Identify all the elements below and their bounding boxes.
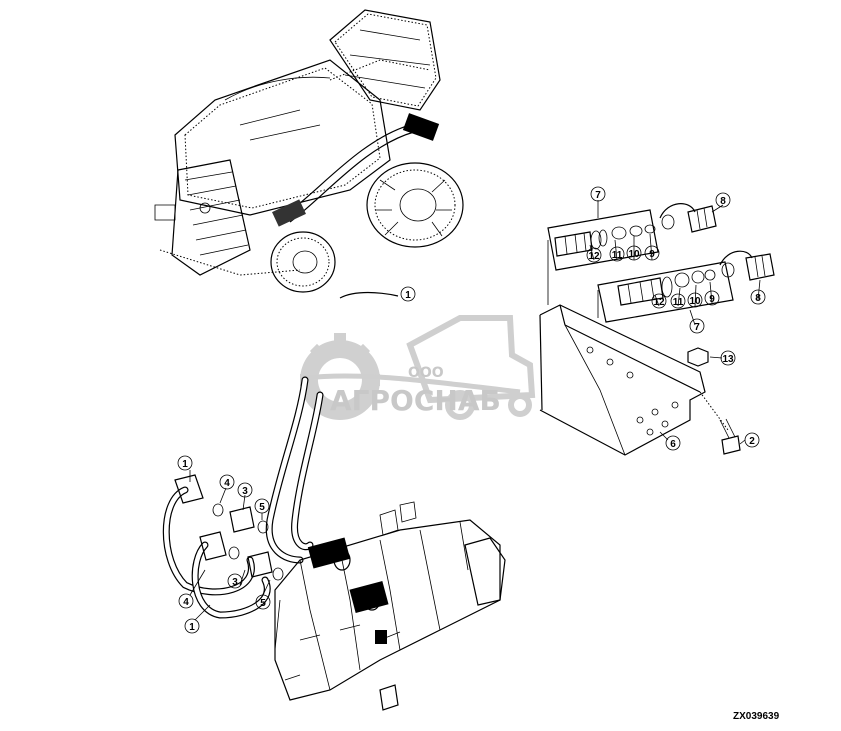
callout-9-upper: 9 — [644, 245, 660, 261]
svg-text:12: 12 — [588, 251, 600, 262]
callout-1-bottom: 1 — [184, 618, 200, 634]
callout-2: 2 — [744, 432, 760, 448]
callout-11-lower: 11 — [670, 293, 686, 309]
mounting-bracket — [539, 240, 741, 456]
tractor-illustration — [154, 9, 464, 293]
svg-text:12: 12 — [653, 297, 665, 308]
callout-1-top: 1 — [339, 286, 416, 302]
hydraulic-hoses — [162, 376, 324, 619]
svg-text:5: 5 — [260, 598, 266, 609]
callout-8-upper: 8 — [715, 192, 731, 208]
svg-text:8: 8 — [720, 196, 726, 207]
drawing-code: ZX039639 — [733, 711, 780, 722]
watermark-small-text: ООО — [408, 365, 444, 381]
leader-lines — [189, 200, 761, 621]
valve-block — [274, 501, 506, 711]
svg-text:9: 9 — [649, 249, 655, 260]
svg-text:1: 1 — [189, 622, 195, 633]
callout-12-upper: 12 — [586, 247, 602, 263]
svg-text:9: 9 — [709, 294, 715, 305]
callout-5-lower: 5 — [255, 594, 271, 610]
callout-labels: 7 8 12 11 10 9 12 11 — [177, 186, 766, 634]
watermark: ООО АГРОСНАБ — [300, 315, 536, 420]
svg-text:10: 10 — [689, 296, 701, 307]
svg-text:1: 1 — [405, 290, 411, 301]
callout-1-left: 1 — [177, 455, 193, 471]
callout-3-upper: 3 — [237, 482, 253, 498]
svg-text:4: 4 — [183, 597, 189, 608]
callout-8-lower: 8 — [750, 289, 766, 305]
svg-text:11: 11 — [612, 250, 623, 261]
callout-13: 13 — [720, 350, 736, 366]
callout-12-lower: 12 — [651, 293, 667, 309]
svg-text:4: 4 — [224, 478, 230, 489]
svg-text:7: 7 — [595, 190, 601, 201]
svg-text:3: 3 — [242, 486, 248, 497]
svg-text:8: 8 — [755, 293, 761, 304]
callout-5-upper: 5 — [254, 498, 270, 514]
callout-4-lower: 4 — [178, 593, 194, 609]
callout-9-lower: 9 — [704, 290, 720, 306]
svg-text:1: 1 — [182, 459, 188, 470]
watermark-brand-text: АГРОСНАБ — [330, 384, 501, 417]
callout-10-lower: 10 — [687, 292, 703, 308]
svg-text:6: 6 — [670, 439, 676, 450]
callout-11-upper: 11 — [609, 246, 625, 262]
coupler-assembly-lower — [597, 250, 775, 323]
callout-6: 6 — [665, 435, 681, 451]
svg-text:3: 3 — [232, 577, 238, 588]
svg-text:10: 10 — [628, 249, 640, 260]
coupler-assembly-upper — [547, 203, 717, 271]
svg-text:5: 5 — [259, 502, 265, 513]
svg-text:7: 7 — [694, 322, 700, 333]
svg-text:2: 2 — [749, 436, 755, 447]
svg-text:13: 13 — [722, 354, 734, 365]
callout-4-upper: 4 — [219, 474, 235, 490]
svg-text:11: 11 — [673, 297, 684, 308]
callout-7-lower: 7 — [689, 318, 705, 334]
callout-7-upper: 7 — [590, 186, 606, 202]
harvester-logo-icon — [406, 315, 536, 420]
callout-3-lower: 3 — [227, 573, 243, 589]
callout-10-upper: 10 — [626, 245, 642, 261]
